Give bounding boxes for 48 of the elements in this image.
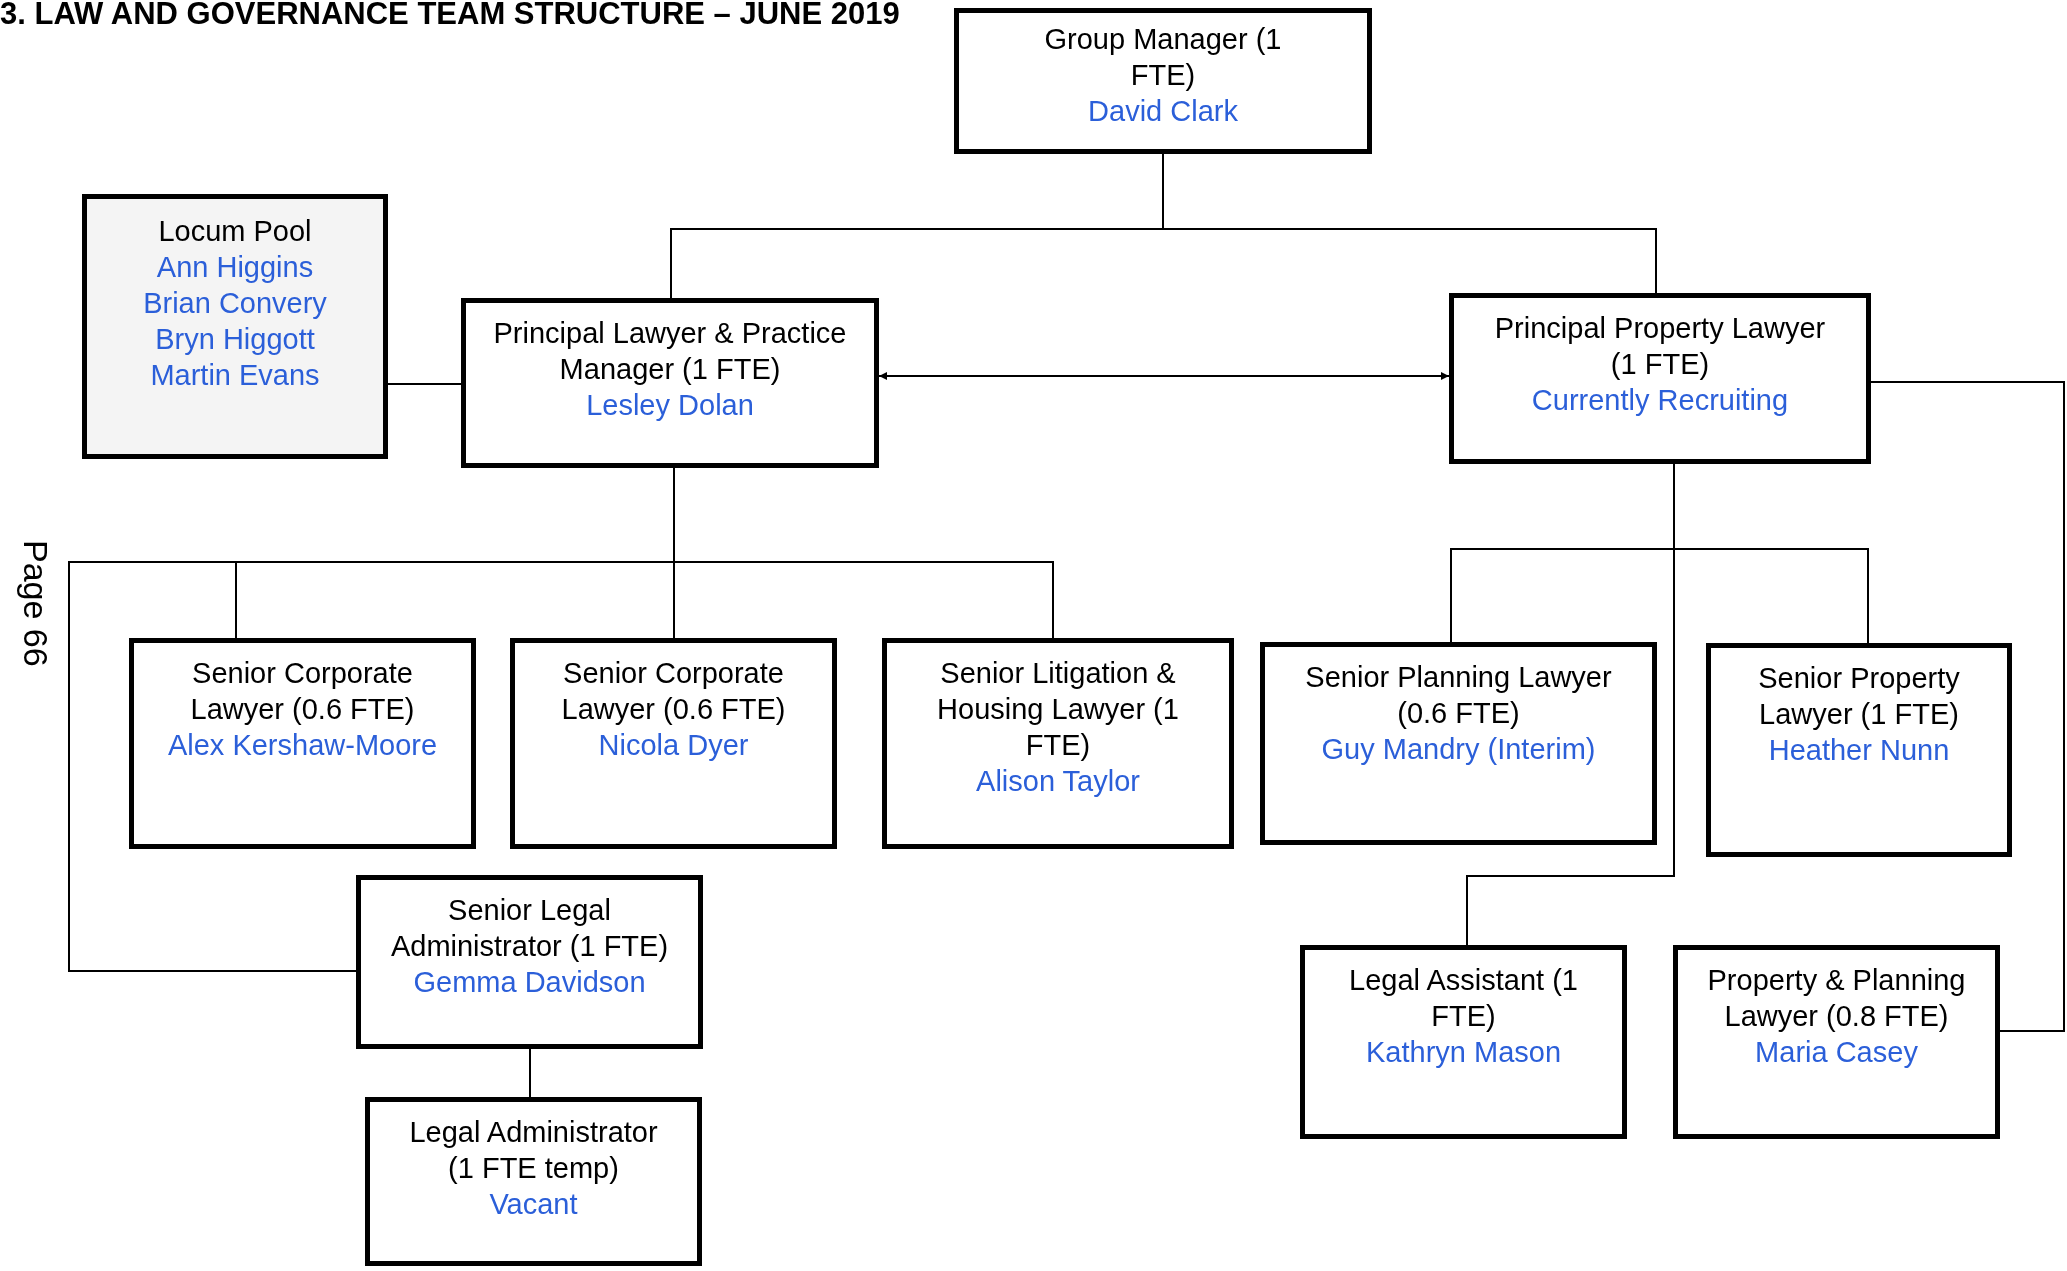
job-title: Property & Planning Lawyer (0.8 FTE) xyxy=(1706,963,1967,1034)
person-name: Kathryn Mason xyxy=(1365,1035,1561,1070)
role-box xyxy=(356,875,703,1049)
arrow xyxy=(878,372,1450,380)
job-title: Senior Property Lawyer (1 FTE) xyxy=(1757,661,1961,732)
job-title: Senior Planning Lawyer (0.6 FTE) xyxy=(1304,660,1613,731)
person-name: Heather Nunn xyxy=(1768,733,1950,768)
job-title: Legal Assistant (1 FTE) xyxy=(1348,963,1579,1034)
job-title: Legal Administrator (1 FTE temp) xyxy=(408,1115,659,1186)
role-box xyxy=(1300,945,1627,1139)
role-box xyxy=(461,298,879,468)
person-name: Gemma Davidson xyxy=(413,965,646,1000)
job-title: Group Manager (1 FTE) xyxy=(1043,22,1283,93)
job-title: Principal Property Lawyer (1 FTE) xyxy=(1493,311,1827,382)
job-title: Senior Corporate Lawyer (0.6 FTE) xyxy=(189,656,416,727)
person-name: Guy Mandry (Interim) xyxy=(1321,732,1596,767)
role-box xyxy=(1260,642,1657,845)
page-number: Page 66 xyxy=(16,540,55,667)
diagram-title: 3. LAW AND GOVERNANCE TEAM STRUCTURE – JUNE 2019 xyxy=(0,0,900,32)
connector-line xyxy=(1870,381,2065,1032)
person-name: Alex Kershaw-Moore xyxy=(167,728,438,763)
connector-line xyxy=(387,383,462,385)
role-box xyxy=(1706,643,2012,857)
person-name: Brian Convery xyxy=(143,286,327,321)
role-box xyxy=(129,638,476,849)
job-title: Locum Pool xyxy=(158,214,312,249)
person-name: David Clark xyxy=(1088,94,1238,129)
role-box xyxy=(82,194,388,459)
person-name: Currently Recruiting xyxy=(1531,383,1789,418)
person-name: Nicola Dyer xyxy=(598,728,749,763)
role-box xyxy=(954,8,1372,154)
person-name: Lesley Dolan xyxy=(586,388,754,423)
person-name: Martin Evans xyxy=(150,358,320,393)
person-name: Vacant xyxy=(489,1187,578,1222)
job-title: Senior Corporate Lawyer (0.6 FTE) xyxy=(560,656,787,727)
connector-line xyxy=(529,1048,531,1098)
role-box xyxy=(365,1097,702,1266)
job-title: Senior Litigation & Housing Lawyer (1 FTE) xyxy=(936,656,1180,763)
person-name: Ann Higgins xyxy=(156,250,314,285)
person-name: Alison Taylor xyxy=(976,764,1140,799)
role-box xyxy=(510,638,837,849)
role-box xyxy=(1673,945,2000,1139)
role-box xyxy=(1449,293,1871,464)
job-title: Senior Legal Administrator (1 FTE) xyxy=(389,893,670,964)
person-name: Bryn Higgott xyxy=(155,322,315,357)
job-title: Principal Lawyer & Practice Manager (1 FTE) xyxy=(492,316,848,387)
person-name: Maria Casey xyxy=(1755,1035,1918,1070)
role-box xyxy=(882,638,1234,849)
